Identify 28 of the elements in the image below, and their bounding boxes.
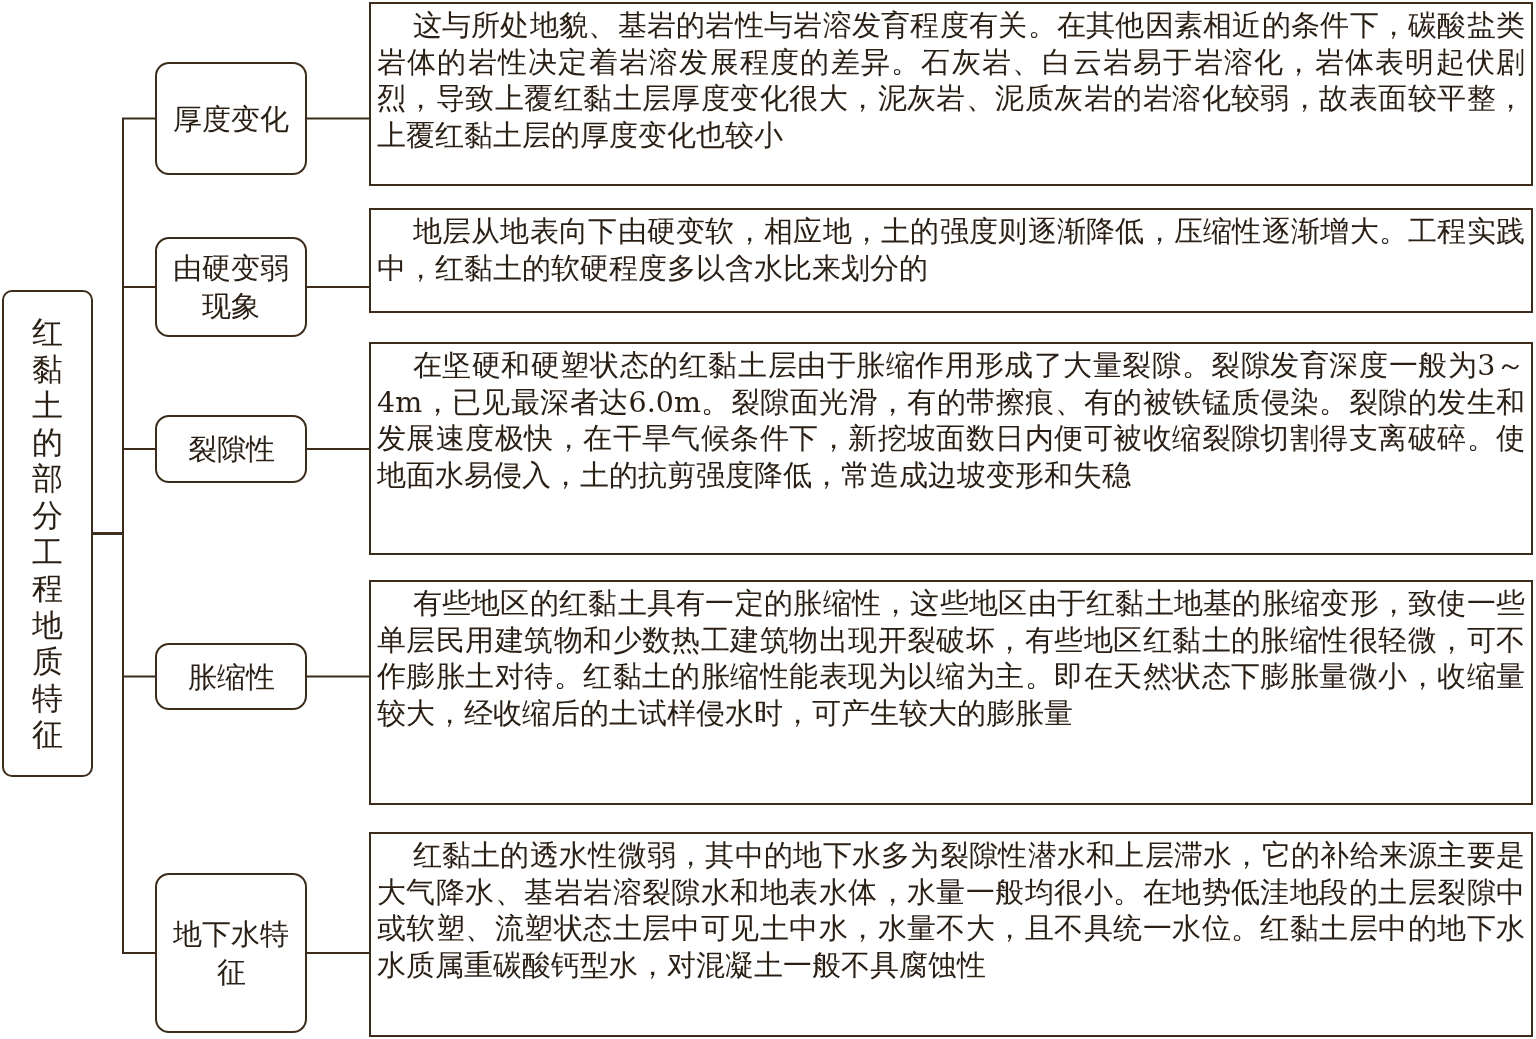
category-box — [155, 643, 307, 710]
description-box — [369, 2, 1533, 186]
description-box — [369, 832, 1533, 1037]
description-box — [369, 342, 1533, 555]
description-text: 有些地区的红黏土具有一定的胀缩性，这些地区由于红黏土地基的胀缩变形，致使一些单层民用建筑物和少数热工建筑物出现开裂破坏，有些地区红黏土的胀缩性很轻微，可不作膨胀土对待。红黏土的胀缩性能表现为以缩为主。即在天然状态下膨胀量微小，收缩量较大，经收缩后的土试样侵水时，可产生较大的膨胀量 — [377, 586, 1525, 732]
description-text: 这与所处地貌、基岩的岩性与岩溶发育程度有关。在其他因素相近的条件下，碳酸盐类岩体的岩性决定着岩溶发展程度的差异。石灰岩、白云岩易于岩溶化，岩体表明起伏剧烈，导致上覆红黏土层厚度变化很大，泥灰岩、泥质灰岩的岩溶化较弱，故表面较平整，上覆红黏土层的厚度变化也较小 — [377, 8, 1525, 154]
description-text: 红黏土的透水性微弱，其中的地下水多为裂隙性潜水和上层滞水，它的补给来源主要是大气降水、基岩岩溶裂隙水和地表水体，水量一般均很小。在地势低洼地段的土层裂隙中或软塑、流塑状态土层中可见土中水，水量不大，且不具统一水位。红黏土层中的地下水水质属重碳酸钙型水，对混凝土一般不具腐蚀性 — [377, 838, 1525, 984]
category-label: 厚度变化 — [172, 100, 290, 138]
description-box — [369, 580, 1533, 805]
category-label: 由硬变弱现象 — [172, 250, 290, 325]
connector-line — [306, 117, 370, 120]
category-box — [155, 415, 307, 483]
connector-line — [92, 532, 156, 954]
root-title: 红黏土的部分工程地质特征 — [32, 314, 63, 753]
connector-line — [306, 952, 370, 954]
category-box — [155, 62, 307, 175]
description-text: 在坚硬和硬塑状态的红黏土层由于胀缩作用形成了大量裂隙。裂隙发育深度一般为3～4m，已见最深者达6.0m。裂隙面光滑，有的带擦痕、有的被铁锰质侵染。裂隙的发生和发展速度极快，在干旱气候条件下，新挖坡面数日内便可被收缩裂隙切割得支离破碎。使地面水易侵入，土的抗剪强度降低，常造成边坡变形和失稳 — [377, 348, 1525, 494]
category-label: 胀缩性 — [186, 658, 276, 696]
description-box — [369, 208, 1533, 313]
category-label: 地下水特征 — [172, 916, 290, 991]
root-box — [2, 290, 93, 777]
connector-line — [306, 286, 370, 288]
connector-line — [306, 448, 370, 450]
category-label: 裂隙性 — [186, 431, 276, 468]
category-box — [155, 873, 307, 1033]
description-text: 地层从地表向下由硬变软，相应地，土的强度则逐渐降低，压缩性逐渐增大。工程实践中，红黏土的软硬程度多以含水比来划分的 — [377, 214, 1525, 287]
category-box — [155, 237, 307, 337]
connector-line — [306, 675, 370, 678]
